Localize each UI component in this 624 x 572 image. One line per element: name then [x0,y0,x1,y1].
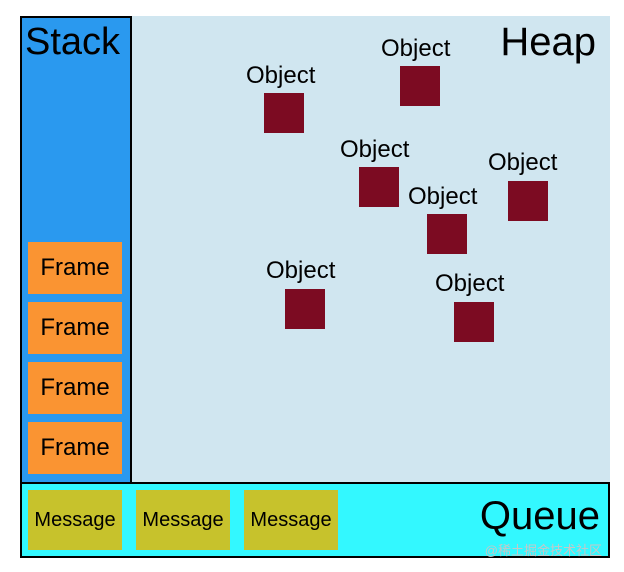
stack-frame: Frame [28,422,122,474]
queue-area: Message Message Message Queue [20,482,610,558]
stack-frame: Frame [28,302,122,354]
queue-message: Message [244,490,338,550]
object-label: Object [408,183,478,210]
object-box [359,167,399,207]
object-box [400,66,440,106]
heap-title: Heap [500,20,596,64]
stack-area: Stack Frame Frame Frame Frame [20,16,132,484]
object-label: Object [381,35,451,62]
queue-title: Queue [479,494,600,538]
watermark: @稀土掘金技术社区 [484,543,602,558]
queue-message: Message [28,490,122,550]
object-box [508,181,548,221]
stack-frame: Frame [28,242,122,294]
object-box [285,289,325,329]
object-label: Object [246,62,316,89]
object-box [427,214,467,254]
object-label: Object [340,136,410,163]
heap-area: Heap [130,16,610,482]
object-label: Object [435,270,505,297]
object-label: Object [488,149,558,176]
stack-frame: Frame [28,362,122,414]
stack-title: Stack [25,21,121,63]
object-label: Object [266,257,336,284]
object-box [264,93,304,133]
queue-message: Message [136,490,230,550]
object-box [454,302,494,342]
